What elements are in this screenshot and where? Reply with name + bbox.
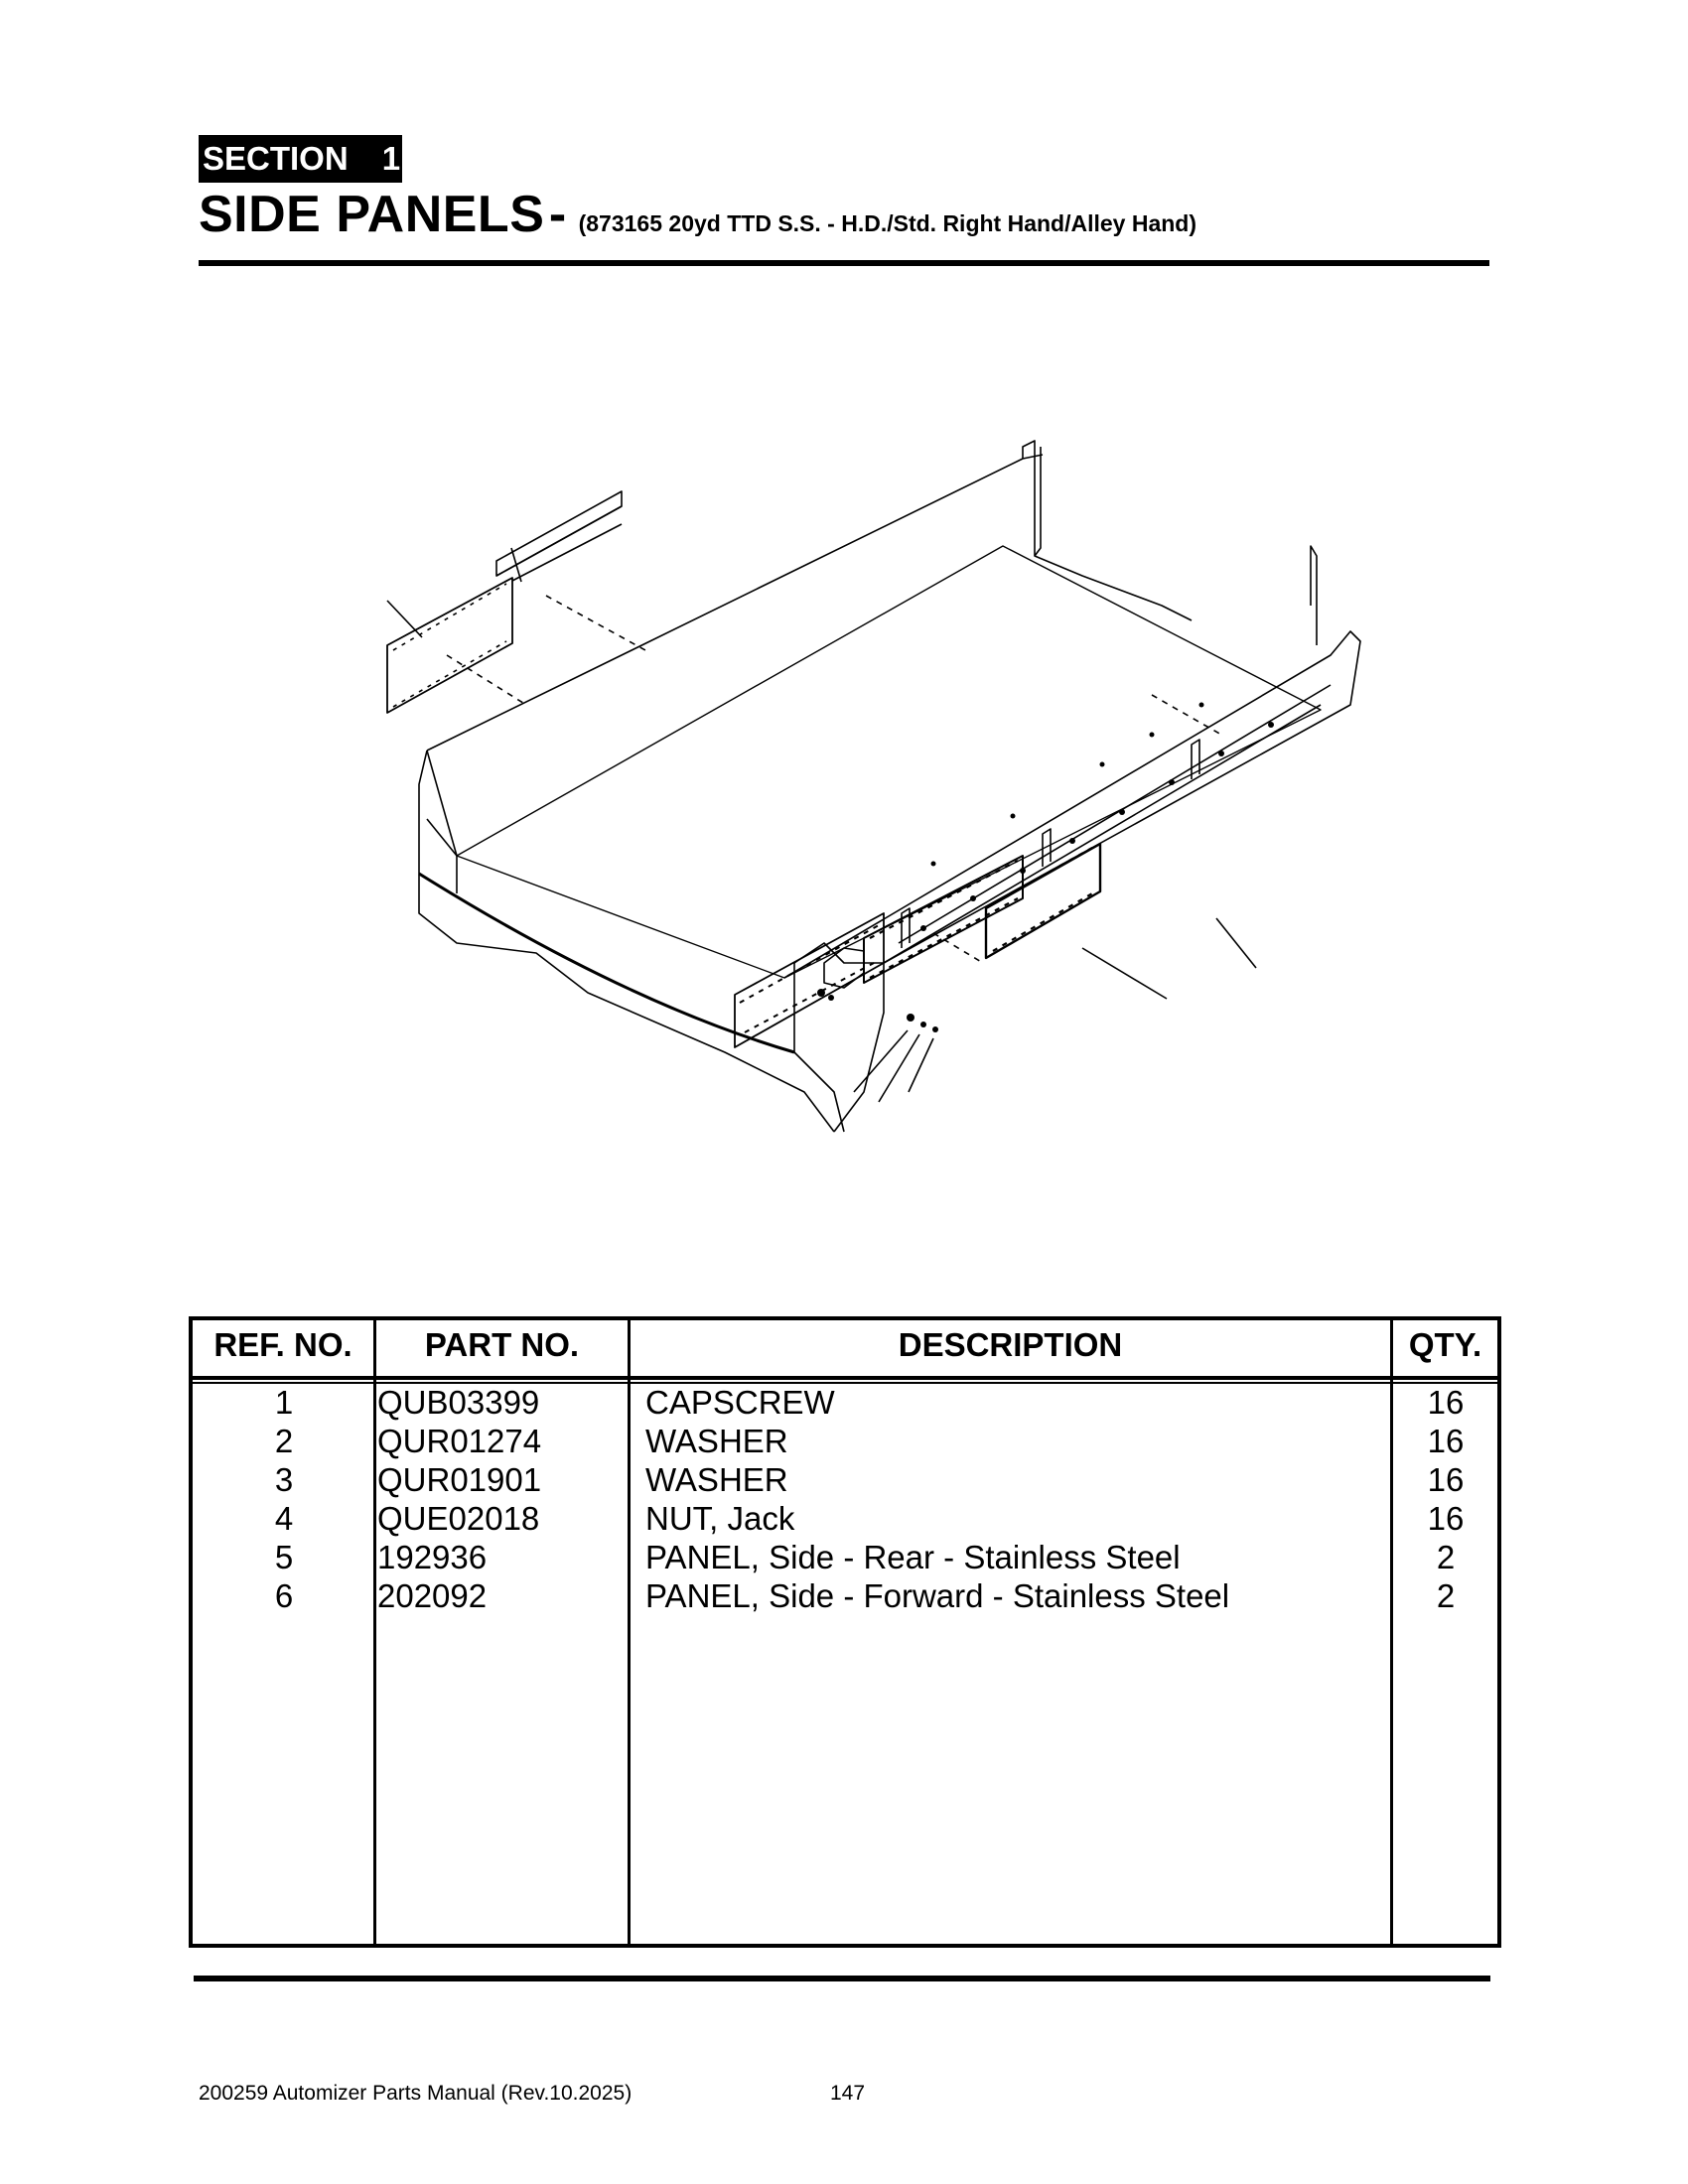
qty: 16 bbox=[1427, 1423, 1465, 1459]
section-label: SECTION bbox=[203, 140, 349, 177]
description: WASHER bbox=[645, 1423, 788, 1459]
ref-no: 1 bbox=[274, 1384, 294, 1421]
table-row: 5 192936 PANEL, Side - Rear - Stainless … bbox=[193, 1539, 1497, 1577]
header-rule-inner bbox=[193, 1382, 1497, 1384]
footer-page-number: 147 bbox=[830, 2082, 866, 2105]
description: CAPSCREW bbox=[645, 1384, 835, 1421]
column-divider bbox=[373, 1320, 376, 1944]
exploded-parts-drawing-icon bbox=[386, 440, 1361, 1133]
header-rule bbox=[193, 1376, 1497, 1380]
part-no: 192936 bbox=[377, 1539, 488, 1575]
table-row: 6 202092 PANEL, Side - Forward - Stainle… bbox=[193, 1577, 1497, 1616]
table-header: REF. NO. PART NO. DESCRIPTION QTY. bbox=[193, 1320, 1497, 1374]
column-divider bbox=[628, 1320, 631, 1944]
title-separator: - bbox=[548, 186, 567, 243]
part-no: 202092 bbox=[377, 1577, 488, 1614]
description: WASHER bbox=[645, 1461, 788, 1498]
table-row: 2 QUR01274 WASHER 16 bbox=[193, 1423, 1497, 1461]
qty: 16 bbox=[1427, 1461, 1465, 1498]
table-row: 1 QUB03399 CAPSCREW 16 bbox=[193, 1384, 1497, 1423]
ref-no: 3 bbox=[274, 1461, 294, 1498]
description: NUT, Jack bbox=[645, 1500, 795, 1537]
table-row: 3 QUR01901 WASHER 16 bbox=[193, 1461, 1497, 1500]
page-title: SIDE PANELS - (873165 20yd TTD S.S. - H.… bbox=[199, 185, 1196, 244]
header-description: DESCRIPTION bbox=[898, 1326, 1123, 1363]
part-no: QUB03399 bbox=[377, 1384, 540, 1421]
section-number: 1 bbox=[381, 140, 401, 177]
part-no: QUR01274 bbox=[377, 1423, 542, 1459]
title-subtitle: (873165 20yd TTD S.S. - H.D./Std. Right … bbox=[578, 210, 1197, 236]
footer-rule bbox=[194, 1976, 1490, 1981]
description: PANEL, Side - Forward - Stainless Steel bbox=[645, 1577, 1230, 1614]
parts-table: REF. NO. PART NO. DESCRIPTION QTY. 1 QUB… bbox=[189, 1316, 1501, 1948]
header-rule bbox=[199, 260, 1489, 266]
header-ref-no: REF. NO. bbox=[213, 1326, 352, 1363]
ref-no: 2 bbox=[274, 1423, 294, 1459]
ref-no: 5 bbox=[274, 1539, 294, 1575]
description: PANEL, Side - Rear - Stainless Steel bbox=[645, 1539, 1181, 1575]
qty: 2 bbox=[1436, 1539, 1456, 1575]
ref-no: 6 bbox=[274, 1577, 294, 1614]
part-no: QUR01901 bbox=[377, 1461, 542, 1498]
qty: 2 bbox=[1436, 1577, 1456, 1614]
table-row: 4 QUE02018 NUT, Jack 16 bbox=[193, 1500, 1497, 1539]
part-no: QUE02018 bbox=[377, 1500, 540, 1537]
ref-no: 4 bbox=[274, 1500, 294, 1537]
section-badge: SECTION 1 bbox=[199, 135, 402, 183]
column-divider bbox=[1390, 1320, 1393, 1944]
qty: 16 bbox=[1427, 1384, 1465, 1421]
qty: 16 bbox=[1427, 1500, 1465, 1537]
header-part-no: PART NO. bbox=[424, 1326, 580, 1363]
footer-document-title: 200259 Automizer Parts Manual (Rev.10.20… bbox=[199, 2082, 633, 2105]
header-qty: QTY. bbox=[1408, 1326, 1482, 1363]
title-text: SIDE PANELS bbox=[199, 186, 545, 243]
table-body: 1 QUB03399 CAPSCREW 16 2 QUR01274 WASHER… bbox=[193, 1384, 1497, 1616]
